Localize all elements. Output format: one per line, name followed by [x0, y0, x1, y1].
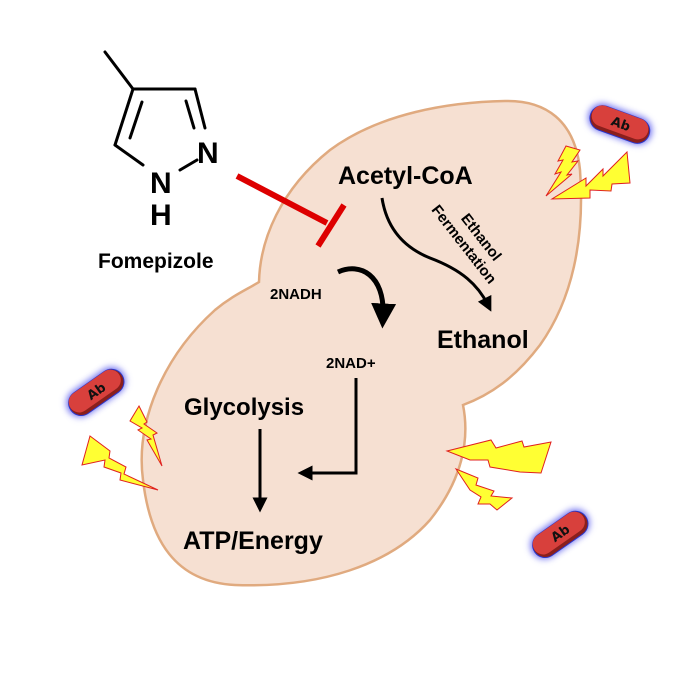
atom-n-bottom: N	[150, 167, 172, 200]
ring-bond-c3-n2	[193, 87, 207, 130]
lightning-bolt-icon	[129, 404, 163, 467]
drug-name-label: Fomepizole	[98, 250, 214, 273]
antibody-left: Ab	[66, 367, 126, 417]
ring-bond-n1-n2	[178, 158, 199, 172]
ring-bond-c4-c5	[113, 87, 135, 147]
inhibition-symbol	[235, 173, 347, 248]
ring-double-bond-inner-right	[184, 99, 196, 130]
lightning-group-top-right	[545, 145, 631, 200]
nad-plus-label: 2NAD+	[326, 355, 376, 372]
nadh-to-nad-arrow	[336, 266, 397, 329]
cell-body	[140, 99, 583, 587]
lightning-bolt-icon	[545, 145, 581, 197]
antibody-bottom-right: Ab	[530, 509, 590, 559]
ring-bond-c5-n1	[113, 143, 145, 167]
nad-to-atp-arrow	[297, 378, 358, 481]
fermentation-arrow	[380, 197, 492, 312]
lightning-bolt-icon	[454, 467, 514, 511]
atom-h: H	[150, 199, 172, 232]
lightning-bolt-icon	[550, 150, 631, 200]
atom-n-top: N	[197, 137, 219, 170]
glycolysis-label: Glycolysis	[184, 394, 304, 421]
antibody-top-right: Ab	[588, 103, 652, 145]
inhibition-line	[235, 173, 329, 226]
methyl-bond	[103, 50, 135, 91]
ring-double-bond-inner-left	[128, 100, 144, 140]
lightning-bolt-icon	[81, 435, 159, 491]
acetyl-coa-label: Acetyl-CoA	[338, 162, 473, 190]
antibody-label: Ab	[609, 114, 632, 135]
fomepizole-structure	[103, 50, 207, 172]
nadh-label: 2NADH	[270, 286, 322, 303]
atp-energy-label: ATP/Energy	[183, 527, 323, 555]
lightning-group-bottom-right	[445, 439, 552, 511]
ethanol-label: Ethanol	[437, 326, 529, 354]
lightning-bolt-icon	[445, 439, 552, 474]
lightning-group-left	[81, 404, 163, 491]
inhibition-bar	[315, 203, 347, 248]
